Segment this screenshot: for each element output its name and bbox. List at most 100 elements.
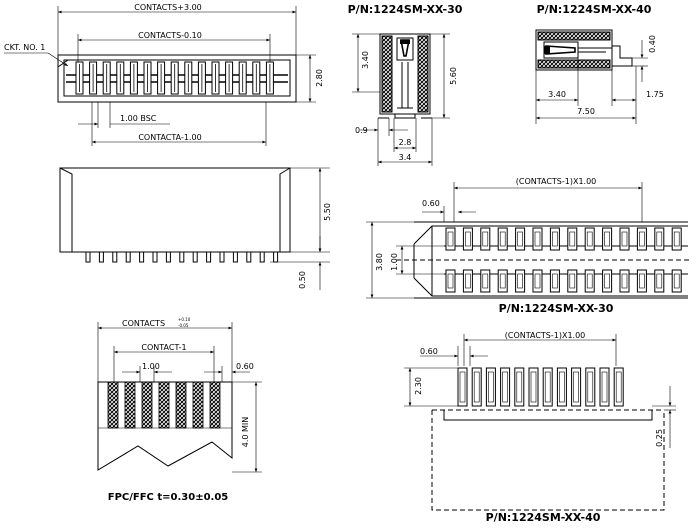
pcb40-pad	[514, 367, 525, 407]
pcb40-pad	[571, 367, 582, 407]
dim-contacta-minus-1: CONTACTA-1.00	[138, 133, 201, 142]
top-view-contacts	[75, 61, 274, 95]
ckt-no-label: CKT. NO. 1	[4, 43, 45, 52]
pcb30-pad-bottom	[445, 269, 456, 293]
pcb40-pads	[457, 367, 624, 407]
front-view-leg	[85, 251, 91, 263]
pcb40-pad	[485, 367, 496, 407]
dim-contacts-minus-0-10: CONTACTS-0.10	[138, 31, 202, 40]
pcb30-pad-top-inner	[499, 231, 506, 247]
dim-pitch-span-40: (CONTACTS-1)X1.00	[505, 331, 586, 340]
pcb40-pad-inner	[573, 371, 579, 403]
title-pn-30-top: P/N:1224SM-XX-30	[348, 3, 463, 16]
pcb30-pad-bottom-inner	[656, 273, 663, 289]
front-view-leg	[152, 251, 158, 263]
dim-7-50: 7.50	[577, 107, 595, 116]
pcb30-pad-bottom-inner	[534, 273, 541, 289]
pcb-layout-30: (CONTACTS-1)X1.00 0.60 3.80 1.00 P/N:122…	[366, 177, 690, 315]
pcb30-pad-top-inner	[586, 231, 593, 247]
pcb30-pad-bottom-inner	[465, 273, 471, 289]
front-view-leg	[179, 251, 185, 263]
dim-5-50: 5.50	[323, 203, 332, 221]
dim-0-9: 0.9	[355, 126, 368, 135]
fpc-contact-stripe	[141, 381, 153, 429]
pcb30-pad-top	[445, 227, 456, 251]
pcb40-pad	[585, 367, 596, 407]
pcb40-pad-inner	[601, 371, 608, 403]
pcb30-pad-bottom	[567, 269, 578, 293]
pcb30-pad-bottom-inner	[517, 273, 523, 289]
pcb30-pad-bottom	[654, 269, 665, 293]
pcb30-pad-bottom	[584, 269, 595, 293]
pcb30-pad-top	[462, 227, 473, 251]
pcb40-pad	[500, 367, 511, 407]
pcb40-pad	[471, 367, 482, 407]
front-view-leg	[192, 251, 198, 263]
pcb30-pad-bottom	[671, 269, 682, 293]
front-view-leg	[165, 251, 171, 263]
pcb40-pad	[556, 367, 567, 407]
pcb30-pad-top-inner	[517, 231, 523, 247]
pcb30-pad-bottom-inner	[447, 273, 454, 289]
pcb30-pad-bottom	[636, 269, 647, 293]
pcb40-pad-inner	[473, 371, 480, 403]
dim-0-25: 0.25	[655, 429, 664, 447]
caption-pn-30: P/N:1224SM-XX-30	[499, 302, 614, 315]
front-view-leg	[125, 251, 131, 263]
pcb30-pad-bottom-inner	[569, 273, 576, 289]
fpc-contact-stripe	[124, 381, 136, 429]
front-view-leg	[139, 251, 145, 263]
pcb40-pad-inner	[530, 371, 537, 403]
pcb-layout-40: 0.60 (CONTACTS-1)X1.00 2.30 0.25 P/N:122…	[404, 331, 676, 524]
fpc-contact-stripe	[175, 381, 187, 429]
pcb30-pad-top-inner	[621, 231, 628, 247]
pcb30-pad-bottom	[602, 269, 613, 293]
fpc-contact-stripe	[192, 381, 204, 429]
front-view-legs	[85, 251, 279, 263]
front-view-leg	[206, 251, 212, 263]
dim-3-4: 3.4	[399, 153, 412, 162]
dim-0-40: 0.40	[648, 35, 657, 53]
front-view: 5.50 0.50	[59, 167, 332, 290]
dim-0-60-30: 0.60	[422, 199, 440, 208]
dim-3-80: 3.80	[375, 253, 384, 271]
fpc-contact-stripe	[209, 381, 221, 429]
caption-fpc-thickness: FPC/FFC t=0.30±0.05	[108, 492, 229, 503]
side-section-40: P/N:1224SM-XX-40 0.40 3.40 1.75 7.50	[535, 3, 664, 124]
dim-contact-minus-1: CONTACT-1	[141, 343, 186, 352]
pcb30-pad-bottom-inner	[586, 273, 593, 289]
title-pn-40-top: P/N:1224SM-XX-40	[537, 3, 652, 16]
pcb30-pad-bottom-inner	[673, 273, 680, 289]
pcb30-pad-top	[619, 227, 630, 251]
pcb30-pad-bottom	[532, 269, 543, 293]
pcb40-pad-inner	[587, 371, 594, 403]
pcb40-pad-inner	[544, 371, 551, 403]
pcb30-pad-top	[532, 227, 543, 251]
pcb40-pad-inner	[559, 371, 565, 403]
dim-pitch-span-30: (CONTACTS-1)X1.00	[516, 177, 597, 186]
pcb30-pad-bottom	[497, 269, 508, 293]
pcb30-pad-top	[497, 227, 508, 251]
pcb30-pad-bottom	[619, 269, 630, 293]
front-view-leg	[98, 251, 104, 263]
fpc-contact-stripe	[107, 381, 119, 429]
pcb30-pad-bottom	[549, 269, 560, 293]
dim-2-8: 2.8	[399, 138, 412, 147]
tol-minus: -0.05	[178, 323, 189, 328]
pcb30-pad-top-inner	[639, 231, 645, 247]
pcb30-pad-top	[549, 227, 560, 251]
dim-1-00-30: 1.00	[390, 253, 399, 271]
pcb30-pad-top	[584, 227, 595, 251]
pcb30-pad-top-inner	[482, 231, 489, 247]
fpc-contact-stripes	[107, 381, 221, 429]
dim-3-40-side: 3.40	[361, 51, 370, 69]
dim-2-30: 2.30	[414, 377, 423, 395]
pcb30-pad-top-inner	[552, 231, 558, 247]
dim-1-75: 1.75	[646, 90, 664, 99]
front-view-leg	[259, 251, 265, 263]
pcb30-pad-top	[602, 227, 613, 251]
top-view: CONTACTS+3.00 CONTACTS-0.10 CKT. NO. 1 2…	[4, 3, 324, 146]
pcb30-pad-bottom	[462, 269, 473, 293]
caption-pn-40: P/N:1224SM-XX-40	[486, 511, 601, 524]
